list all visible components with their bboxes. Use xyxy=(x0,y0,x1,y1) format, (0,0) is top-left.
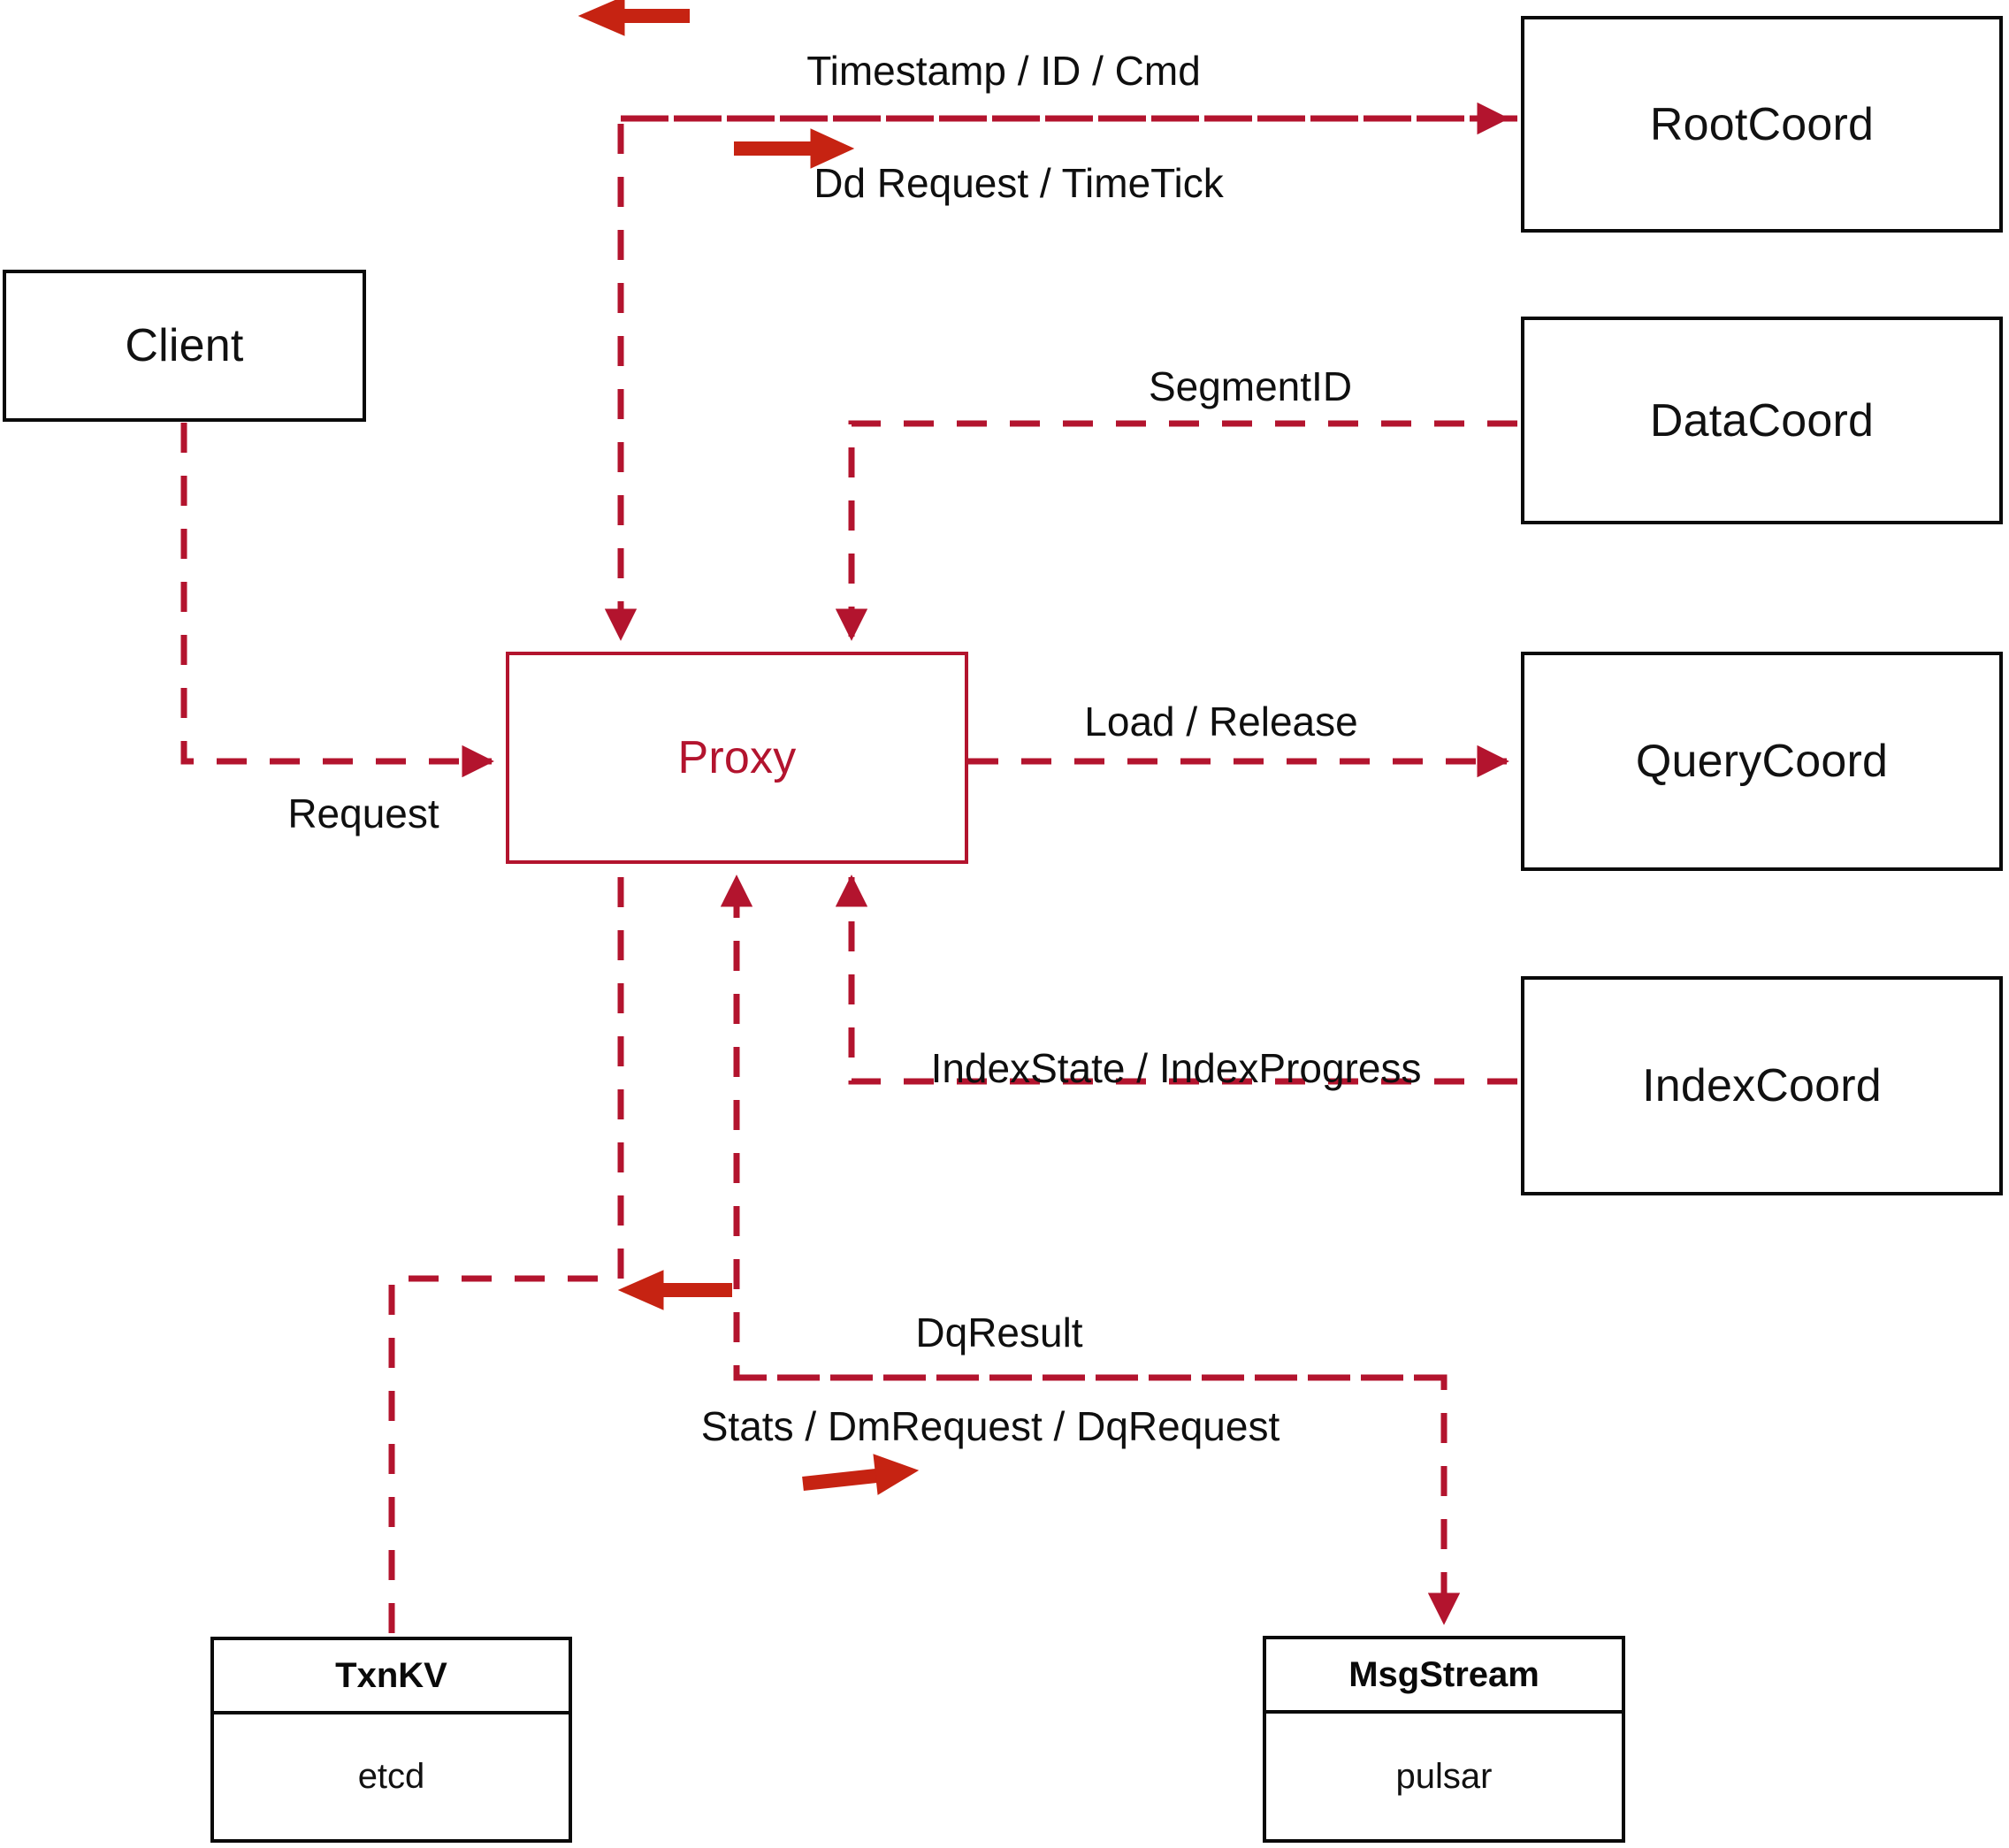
edge-label-dd-request-timetick: Dd Request / TimeTick xyxy=(814,160,1224,206)
node-client[interactable]: Client xyxy=(3,270,366,422)
edge-label-dq-result: DqResult xyxy=(915,1310,1083,1355)
emphasis-arrow-right-top xyxy=(734,128,855,169)
edge-msgstream-to-proxy xyxy=(720,874,1444,1381)
edge-label-request: Request xyxy=(287,790,439,836)
node-rootcoord[interactable]: RootCoord xyxy=(1521,16,2003,233)
edge-label-segment-id: SegmentID xyxy=(1148,363,1353,409)
node-querycoord-label: QueryCoord xyxy=(1635,736,1889,787)
node-indexcoord-label: IndexCoord xyxy=(1642,1060,1882,1111)
edge-rootcoord-to-proxy xyxy=(604,115,1517,641)
edge-indexcoord-to-proxy xyxy=(835,874,1517,1085)
node-indexcoord[interactable]: IndexCoord xyxy=(1521,976,2003,1195)
edge-proxy-to-msgstream xyxy=(737,1374,1461,1625)
node-proxy-label: Proxy xyxy=(677,732,797,783)
node-msgstream[interactable]: MsgStream pulsar xyxy=(1263,1636,1625,1843)
node-datacoord[interactable]: DataCoord xyxy=(1521,317,2003,524)
emphasis-arrow-right-bottom xyxy=(802,1454,920,1495)
edge-label-load-release: Load / Release xyxy=(1084,699,1358,745)
node-rootcoord-label: RootCoord xyxy=(1649,98,1875,150)
node-proxy[interactable]: Proxy xyxy=(506,652,968,864)
node-msgstream-impl: pulsar xyxy=(1395,1756,1493,1796)
node-txnkv[interactable]: TxnKV etcd xyxy=(210,1637,572,1843)
node-datacoord-label: DataCoord xyxy=(1649,394,1875,447)
node-querycoord[interactable]: QueryCoord xyxy=(1521,652,2003,871)
node-client-label: Client xyxy=(125,320,244,371)
node-txnkv-impl: etcd xyxy=(357,1757,425,1796)
edge-datacoord-to-proxy xyxy=(835,420,1517,641)
edge-client-to-proxy xyxy=(180,423,494,778)
edge-proxy-to-txnkv xyxy=(388,877,624,1637)
edge-label-stats-dmrequest-dqrequest: Stats / DmRequest / DqRequest xyxy=(700,1403,1280,1449)
edge-label-indexstate-indexprogress: IndexState / IndexProgress xyxy=(930,1045,1422,1091)
emphasis-arrow-left-bottom xyxy=(617,1270,732,1310)
node-msgstream-title: MsgStream xyxy=(1266,1639,1622,1714)
edge-label-timestamp-id-cmd: Timestamp / ID / Cmd xyxy=(806,48,1201,94)
node-txnkv-title: TxnKV xyxy=(214,1640,569,1714)
emphasis-arrow-left-top xyxy=(577,0,690,36)
